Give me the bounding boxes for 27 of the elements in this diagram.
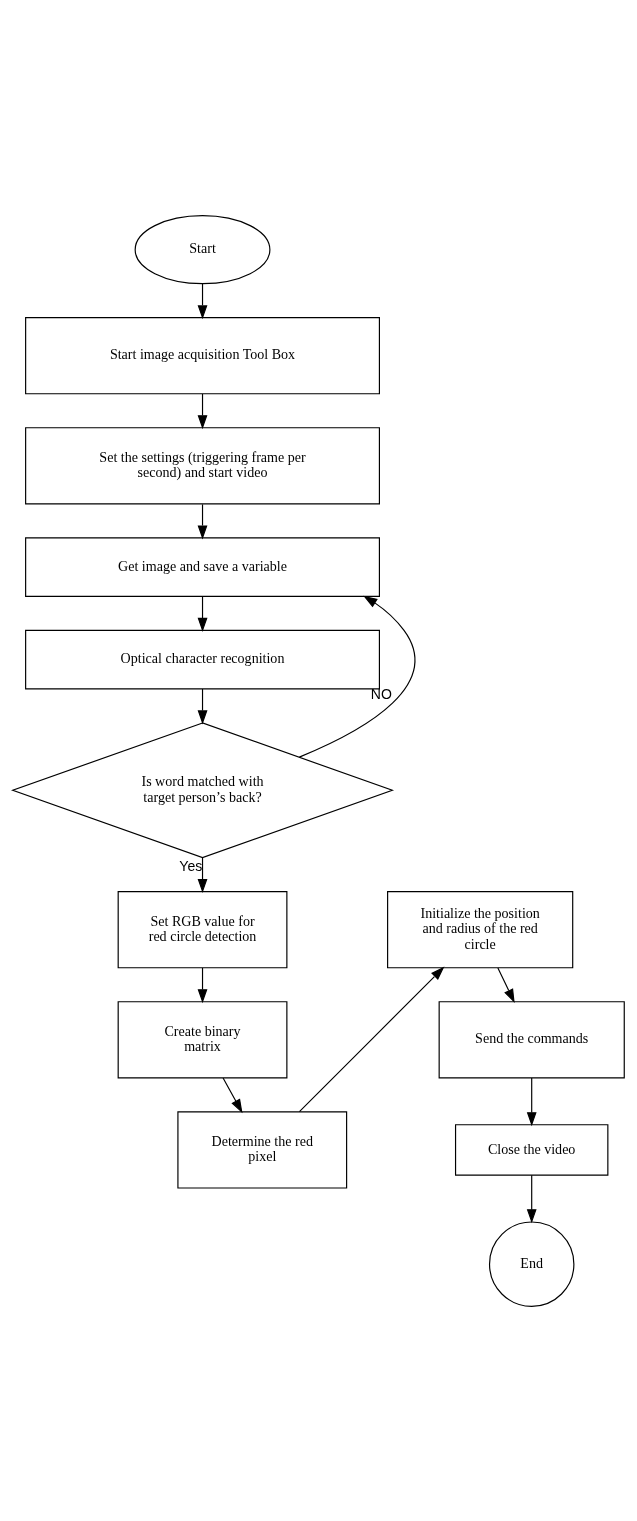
arrow <box>197 595 208 632</box>
node-diamond: Is word matched with target person’s back? <box>11 721 395 858</box>
arrow <box>197 392 208 429</box>
node-box: Determine the red pixel <box>177 1110 348 1189</box>
arrow <box>298 966 445 1112</box>
arrow <box>497 966 515 1003</box>
node-circle: End <box>488 1220 575 1307</box>
node-ellipse: Start <box>134 214 271 284</box>
node-box: Start image acquisition Tool Box <box>25 316 380 394</box>
node-box: Set the settings (triggering frame per second) and start video <box>25 426 380 504</box>
edge-label: Yes <box>179 857 203 874</box>
arrow <box>197 282 208 319</box>
arrow <box>197 687 208 724</box>
arrow <box>526 1077 537 1126</box>
node-box: Get image and save a variable <box>25 536 380 597</box>
arrow <box>526 1174 537 1223</box>
arrow <box>298 595 416 758</box>
node-box: Send the commands <box>438 1000 625 1078</box>
arrow <box>197 966 208 1003</box>
node-box: Initialize the position and radius of the red circle <box>387 890 574 968</box>
arrow <box>197 503 208 539</box>
node-box: Optical character recognition <box>25 629 380 690</box>
node-box: Set RGB value for red circle detection <box>117 890 288 968</box>
arrow <box>197 856 208 893</box>
arrow <box>222 1077 243 1113</box>
node-box: Close the video <box>454 1123 609 1176</box>
node-box: Create binary matrix <box>117 1000 288 1078</box>
